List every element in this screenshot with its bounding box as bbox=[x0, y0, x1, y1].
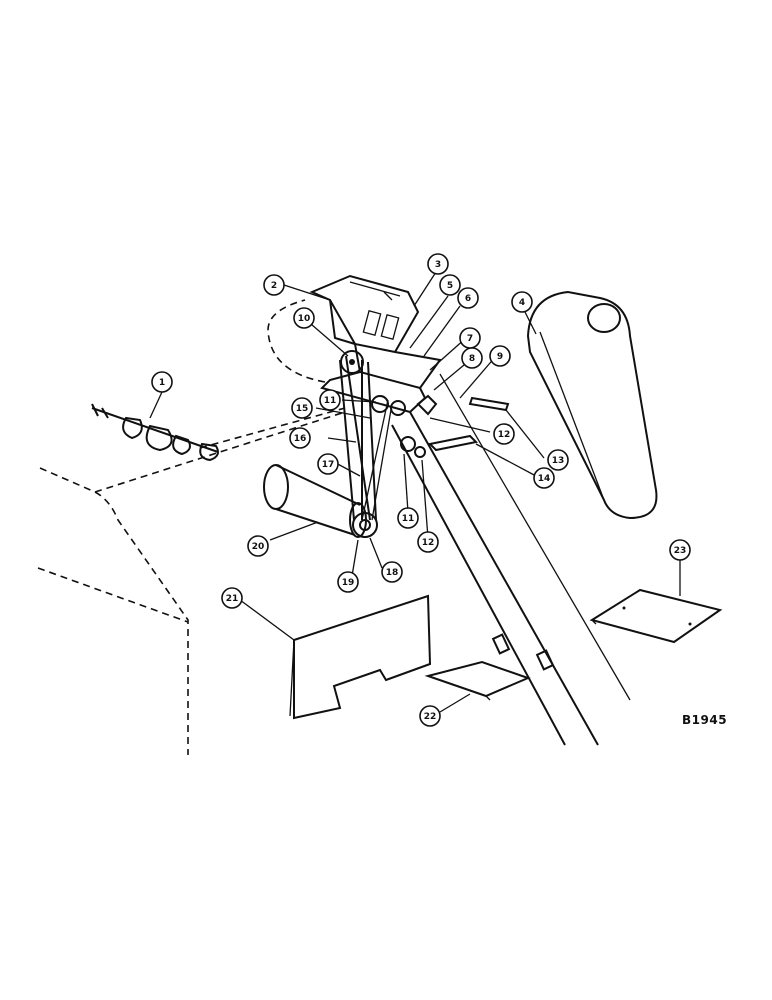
callout-10: 10 bbox=[293, 307, 315, 329]
svg-text:5: 5 bbox=[447, 281, 453, 291]
tank-part bbox=[526, 290, 658, 520]
svg-text:9: 9 bbox=[497, 352, 503, 362]
svg-text:22: 22 bbox=[424, 712, 437, 722]
auger-part bbox=[91, 403, 219, 462]
figure-code: B1945 bbox=[682, 713, 727, 727]
callout-4: 4 bbox=[511, 291, 533, 313]
callout-5: 5 bbox=[439, 274, 461, 296]
svg-text:18: 18 bbox=[386, 568, 399, 578]
svg-text:19: 19 bbox=[342, 578, 355, 588]
svg-text:12: 12 bbox=[422, 538, 435, 548]
drive-chain-assembly bbox=[339, 350, 406, 538]
svg-text:8: 8 bbox=[469, 354, 475, 364]
svg-text:2: 2 bbox=[271, 281, 277, 291]
callout-9: 9 bbox=[489, 345, 511, 367]
callout-7: 7 bbox=[459, 327, 481, 349]
plate-22 bbox=[424, 660, 531, 701]
callout-6: 6 bbox=[457, 287, 479, 309]
svg-text:11: 11 bbox=[324, 396, 337, 406]
svg-text:3: 3 bbox=[435, 260, 441, 270]
svg-text:6: 6 bbox=[465, 294, 471, 304]
callout-2: 2 bbox=[263, 274, 285, 296]
svg-text:12: 12 bbox=[498, 430, 511, 440]
callout-22: 22 bbox=[419, 705, 441, 727]
callout-21: 21 bbox=[221, 587, 243, 609]
callout-8: 8 bbox=[461, 347, 483, 369]
svg-text:23: 23 bbox=[674, 546, 687, 556]
svg-text:15: 15 bbox=[296, 404, 309, 414]
callout-16: 16 bbox=[289, 427, 311, 449]
callout-23: 23 bbox=[669, 539, 691, 561]
callout-19: 19 bbox=[337, 571, 359, 593]
cylinder-part bbox=[263, 464, 367, 538]
callout-11-top: 11 bbox=[319, 389, 341, 411]
callout-17: 17 bbox=[317, 453, 339, 475]
svg-text:14: 14 bbox=[538, 474, 551, 484]
callout-3: 3 bbox=[427, 253, 449, 275]
callout-14: 14 bbox=[533, 467, 555, 489]
callout-15: 15 bbox=[291, 397, 313, 419]
svg-text:21: 21 bbox=[226, 594, 239, 604]
shield-panel bbox=[289, 594, 432, 720]
callout-20: 20 bbox=[247, 535, 269, 557]
elevator-head-housing bbox=[309, 274, 442, 414]
callout-1: 1 bbox=[151, 371, 173, 393]
callout-13: 13 bbox=[547, 449, 569, 471]
callout-11-bottom: 11 bbox=[397, 507, 419, 529]
svg-text:13: 13 bbox=[552, 456, 565, 466]
callout-18: 18 bbox=[381, 561, 403, 583]
svg-text:4: 4 bbox=[519, 298, 525, 308]
svg-text:17: 17 bbox=[322, 460, 335, 470]
callout-12-top: 12 bbox=[493, 423, 515, 445]
machine-body-outline bbox=[37, 299, 346, 755]
svg-text:1: 1 bbox=[159, 378, 165, 388]
svg-text:11: 11 bbox=[402, 514, 415, 524]
plate-23 bbox=[589, 588, 723, 644]
callout-12-bottom: 12 bbox=[417, 531, 439, 553]
svg-text:20: 20 bbox=[252, 542, 265, 552]
svg-text:16: 16 bbox=[294, 434, 307, 444]
brackets bbox=[416, 394, 510, 452]
svg-text:7: 7 bbox=[467, 334, 473, 344]
svg-text:10: 10 bbox=[298, 314, 311, 324]
